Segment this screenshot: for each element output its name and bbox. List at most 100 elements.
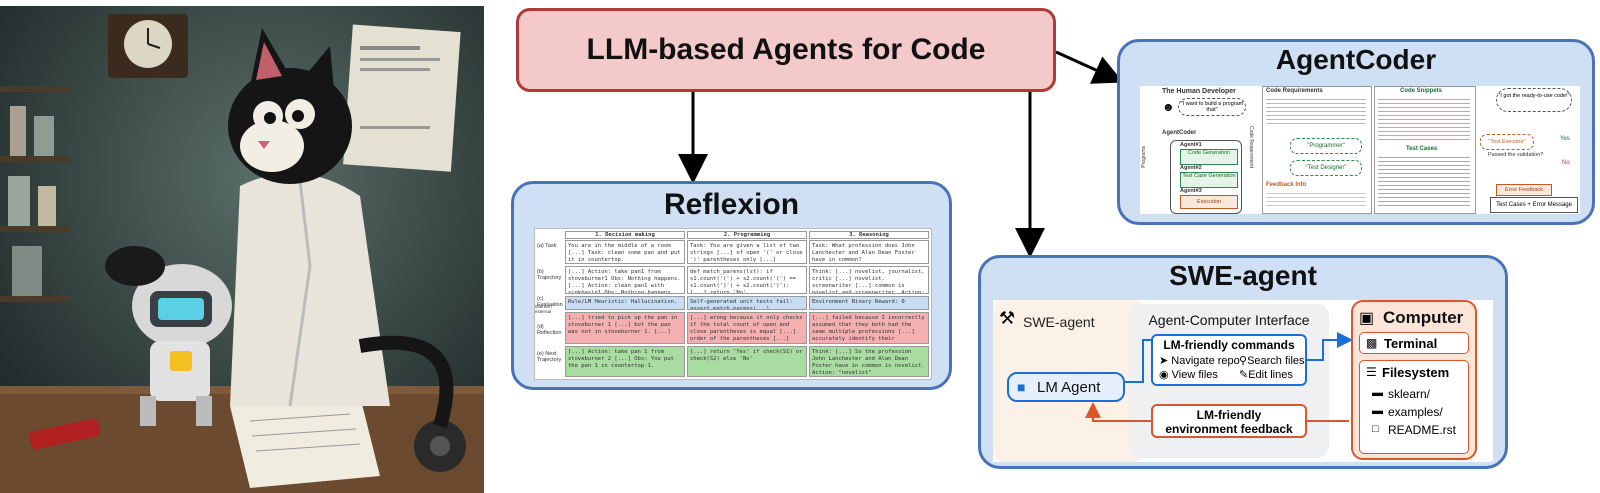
agent3-label: Agent#3 (1180, 188, 1202, 194)
reflexion-figure: (a) Task (b) Trajectory (c) Evaluation i… (534, 228, 932, 380)
code-requirements-label: Code Requirements (1266, 88, 1323, 94)
cell-refl-2: [...] wrong because it only checks if th… (687, 312, 807, 344)
cell-task-1: You are in the middle of a room [...] Ta… (565, 240, 685, 264)
edit-lines-cmd: ✎Edit lines (1239, 368, 1293, 381)
col-header-reasoning: 3. Reasoning (809, 231, 929, 239)
cell-eval-1: Rule/LM Heuristic: Hallucination. (565, 296, 685, 310)
cell-eval-2: Self-generated unit tests fail: assert m… (687, 296, 807, 310)
swe-agent-panel: SWE-agent ⚒ SWE-agent ■ LM Agent Agent-C… (978, 255, 1508, 469)
row-label-evaluation: (c) Evaluation (537, 296, 563, 308)
row-label-eval-sub: internal / external (535, 304, 553, 314)
cell-eval-3: Environment Binary Reward: 0 (809, 296, 929, 310)
swe-flow-lines (1085, 332, 1353, 422)
navigate-repo-label: Navigate repo (1171, 355, 1240, 367)
swe-agent-title: SWE-agent (1169, 260, 1317, 291)
navigate-icon: ➤ (1159, 355, 1172, 367)
no-label: No (1562, 160, 1570, 166)
code-generation-box: Code Generation (1180, 149, 1238, 165)
test-designer-bubble: "Test Designer" (1290, 160, 1362, 176)
cell-task-2: Task: You are given a list of two string… (687, 240, 807, 264)
lm-agent-label: LM Agent (1037, 379, 1101, 396)
agentcoder-title: AgentCoder (1275, 44, 1437, 75)
view-files-cmd: ◉ View files (1159, 368, 1218, 381)
reflexion-title: Reflexion (663, 188, 800, 221)
cell-next-3: Think: [...] So the profession John Lanc… (809, 346, 929, 377)
cell-traj-1: [...] Action: take pan1 from stoveburner… (565, 266, 685, 294)
main-title: LLM-based Agents for Code (586, 33, 986, 66)
agent2-label: Agent#2 (1180, 165, 1202, 171)
col-header-decision: 1. Decision making (565, 231, 685, 239)
swe-agent-logo-text: SWE-agent (1023, 314, 1095, 330)
execution-box: Execution (1180, 195, 1238, 209)
code-requirement-side-label: Code Requirement (1248, 126, 1254, 168)
document-icon: □ (1372, 423, 1379, 435)
pencil-icon: ✎ (1239, 369, 1249, 381)
yes-label: Yes (1560, 136, 1570, 142)
commands-title: LM-friendly commands (1163, 338, 1295, 352)
agentcoder-figure: The Human Developer "I want to build a p… (1140, 86, 1580, 214)
row-label-trajectory: (b) Trajectory (537, 269, 562, 281)
test-case-lines (1378, 154, 1470, 208)
developer-speech-bubble: "I want to build a program that" (1178, 98, 1246, 116)
feedback-title: LM-friendly environment feedback (1165, 408, 1293, 436)
agentcoder-inner-label: AgentCoder (1162, 130, 1197, 136)
cat-scientist-robot-illustration (0, 6, 484, 493)
terminal-box: ▩ Terminal (1359, 332, 1469, 354)
col-header-programming: 2. Programming (687, 231, 807, 239)
cell-traj-2: def match_parens(lst): if s1.count('(') … (687, 266, 807, 294)
edit-lines-label: Edit lines (1248, 369, 1293, 381)
person-icon: ☻ (1162, 100, 1175, 114)
cell-task-3: Task: What profession does John Lanchest… (809, 240, 929, 264)
terminal-label: Terminal (1384, 336, 1438, 351)
human-developer-label: The Human Developer (1162, 88, 1236, 95)
agent1-label: Agent#1 (1180, 142, 1202, 148)
feedback-text-lines (1266, 190, 1366, 208)
row-label-task: (a) Task (537, 243, 557, 249)
code-snippets-label: Code Snippets (1400, 88, 1443, 94)
agents-container (1170, 140, 1242, 214)
main-title-box: LLM-based Agents for Code (516, 8, 1056, 92)
cell-next-2: [...] return 'Yes' if check(S1) or check… (687, 346, 807, 377)
row-label-next-trajectory: (e) Next Trajectory (537, 351, 562, 363)
swe-agent-figure: ⚒ SWE-agent ■ LM Agent Agent-Computer In… (993, 300, 1493, 462)
eye-icon: ◉ (1159, 369, 1172, 381)
passed-validation-label: Passed the validation? (1488, 152, 1544, 158)
view-files-label: View files (1171, 369, 1218, 381)
search-files-label: Search files (1247, 355, 1305, 367)
error-feedback-box: Error Feedback (1496, 184, 1552, 196)
code-column (1374, 86, 1476, 214)
programmer-bubble: "Programmer" (1290, 138, 1362, 154)
arrow-to-agentcoder (1055, 50, 1124, 84)
file-item: README.rst (1388, 423, 1457, 437)
ready-code-speech-bubble: "I got the ready-to-use code!" (1496, 88, 1572, 112)
test-cases-label: Test Cases (1406, 146, 1438, 152)
test-executor-bubble: "Test Executor" (1480, 134, 1534, 150)
computer-icon: ▣ (1359, 310, 1375, 327)
search-icon: ⚲ (1239, 355, 1248, 367)
robot-icon: ■ (1017, 379, 1026, 395)
feedback-box: LM-friendly environment feedback (1151, 404, 1307, 438)
illustration-image (0, 6, 484, 493)
folder-icon: ▬ (1372, 405, 1383, 417)
cell-traj-3: Think: [...] novelist, journalist, criti… (809, 266, 929, 294)
filesystem-label: Filesystem (1382, 365, 1450, 380)
computer-title: Computer (1383, 308, 1464, 327)
agentcoder-panel: AgentCoder The Human Developer "I want t… (1117, 39, 1595, 225)
commands-box: LM-friendly commands ➤ Navigate repo ⚲Se… (1151, 334, 1307, 386)
filesystem-box: ☰ Filesystem ▬ sklearn/ ▬ examples/ □ RE… (1359, 360, 1469, 454)
test-case-generation-box: Test Case Generation (1180, 172, 1238, 188)
feedback-info-label: Feedback Info (1266, 182, 1307, 188)
lm-agent-box: ■ LM Agent (1007, 372, 1125, 402)
file-item: examples/ (1388, 405, 1443, 419)
programs-label: Programs (1141, 146, 1147, 168)
swe-agent-logo-icon: ⚒ (999, 308, 1016, 328)
tree-icon: ☰ (1366, 365, 1377, 379)
reflexion-panel: Reflexion (a) Task (b) Trajectory (c) Ev… (511, 181, 952, 390)
navigate-repo-cmd: ➤ Navigate repo (1159, 354, 1240, 367)
requirements-text-lines (1266, 96, 1366, 126)
code-snippet-lines (1378, 96, 1470, 142)
cell-refl-3: [...] failed because I incorrectly assum… (809, 312, 929, 344)
row-label-reflection: (d) Reflection (537, 324, 562, 336)
cell-next-1: [...] Action: take pan 1 from stoveburne… (565, 346, 685, 377)
